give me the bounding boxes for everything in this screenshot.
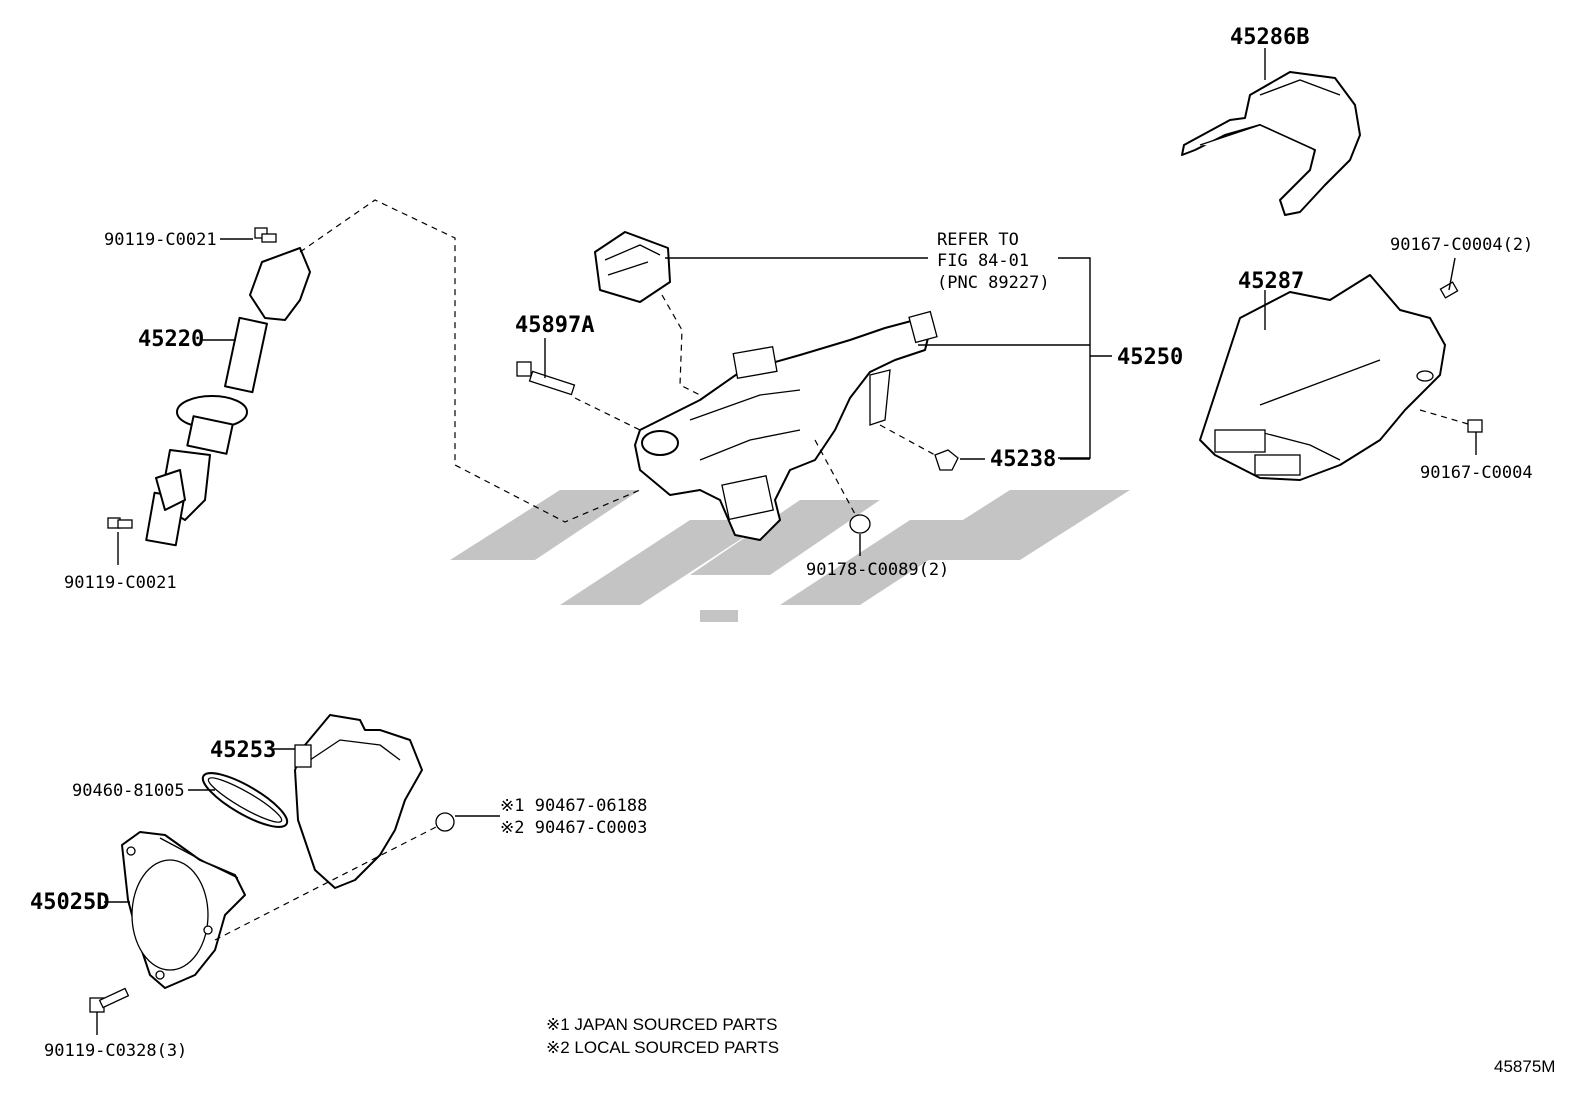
label-45286B: 45286B <box>1230 25 1309 50</box>
nut-90178-C0089[interactable] <box>849 514 871 556</box>
label-90119-C0021-bottom: 90119-C0021 <box>64 573 177 593</box>
reference-line1: REFER TO <box>937 230 1019 250</box>
lower-column-cover[interactable] <box>1199 274 1446 481</box>
upper-column-cover[interactable] <box>1181 71 1361 216</box>
steering-column-assembly[interactable] <box>634 310 938 541</box>
intermediate-shaft[interactable] <box>145 247 311 547</box>
clip-45238-dashed <box>879 424 936 456</box>
bolt-45897A[interactable] <box>516 338 576 396</box>
label-45897A: 45897A <box>515 313 594 338</box>
reference-line2: FIG 84-01 <box>937 251 1029 271</box>
label-45220: 45220 <box>138 327 204 352</box>
label-90167-C0004: 90167-C0004 <box>1420 463 1533 483</box>
note-japan-sourced: ※1 JAPAN SOURCED PARTS <box>546 1015 778 1034</box>
clamp-ring-90460-81005[interactable] <box>196 764 293 836</box>
nut-90178-dashed <box>814 439 856 515</box>
note-local-sourced: ※2 LOCAL SOURCED PARTS <box>546 1038 779 1057</box>
column-hole-cover-45253[interactable] <box>294 714 423 889</box>
reference-line3: (PNC 89227) <box>937 273 1050 293</box>
steering-boot-45025D[interactable] <box>121 831 246 989</box>
module-dashed <box>661 294 701 396</box>
label-90467-06188: ※1 90467-06188 <box>500 796 647 816</box>
label-45238: 45238 <box>990 447 1056 472</box>
label-90119-C0328-3: 90119-C0328(3) <box>44 1041 187 1061</box>
bolt-90119-C0328[interactable] <box>89 987 130 1035</box>
bolt-90119-C0021-top[interactable] <box>220 227 277 243</box>
clip-45238[interactable] <box>934 449 959 471</box>
watermark-logo <box>450 490 1130 622</box>
label-45025D: 45025D <box>30 890 109 915</box>
label-45250: 45250 <box>1117 345 1183 370</box>
label-90178-C0089-2: 90178-C0089(2) <box>806 560 949 580</box>
bracket-45250 <box>1058 257 1091 459</box>
reference-module[interactable] <box>594 231 671 303</box>
bolt-90167-C0004-2[interactable] <box>1439 257 1459 299</box>
bolt-45897A-dashed <box>574 397 641 431</box>
nut-90467[interactable] <box>435 812 500 832</box>
label-90467-C0003: ※2 90467-C0003 <box>500 818 647 838</box>
label-90460-81005: 90460-81005 <box>72 781 185 801</box>
label-45287: 45287 <box>1238 269 1304 294</box>
label-45253: 45253 <box>210 738 276 763</box>
bolt-90167-C0004[interactable] <box>1419 409 1483 455</box>
boot-dashed <box>214 824 441 941</box>
label-90119-C0021-top: 90119-C0021 <box>104 230 217 250</box>
figure-code: 45875M <box>1494 1057 1555 1076</box>
label-90167-C0004-2: 90167-C0004(2) <box>1390 235 1533 255</box>
bolt-90119-C0021-bottom[interactable] <box>107 517 133 565</box>
shaft-connection-dashed <box>299 199 641 523</box>
